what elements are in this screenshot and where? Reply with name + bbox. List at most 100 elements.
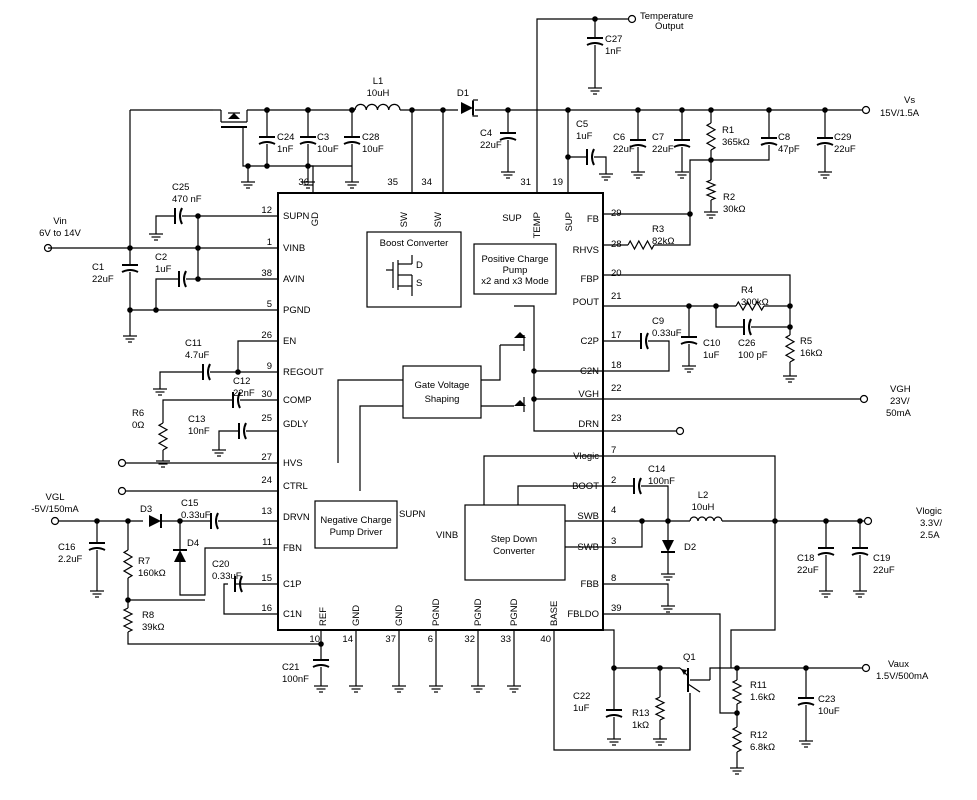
transistor-Q1-icon	[679, 667, 710, 693]
vgh-label: VGH	[890, 384, 911, 395]
ground-icon	[783, 370, 797, 383]
wire	[127, 632, 321, 645]
wire	[179, 547, 278, 596]
ground-icon	[631, 166, 645, 179]
ic-left-pin-number: 30	[261, 389, 272, 400]
ic-bottom-pin-number: 10	[309, 634, 320, 645]
capacitor-C3	[299, 136, 317, 145]
wire	[533, 390, 603, 432]
ic-bottom-pin-name: PGND	[509, 598, 520, 626]
capacitor-C13	[238, 422, 247, 440]
terminal	[675, 426, 685, 436]
ic-right-pin-number: 7	[611, 445, 616, 456]
ic-right-pin-number: 3	[611, 536, 616, 547]
label-components-C15-0: C15	[181, 498, 198, 509]
label-components-C13-0: C13	[188, 414, 205, 425]
ic-right-pin-name: RHVS	[573, 245, 599, 256]
capacitor-C16	[88, 542, 106, 551]
ground-icon	[588, 82, 602, 95]
label-components-C23-0: C23	[818, 694, 835, 705]
wire	[711, 145, 770, 161]
label-components-R6-0: R6	[132, 408, 144, 419]
ic-right-pin-name: Vlogic	[573, 451, 599, 462]
capacitor-C19	[851, 547, 869, 556]
label-components-C20-1: 0.33uF	[212, 571, 242, 582]
label-components-C22-0: C22	[573, 691, 590, 702]
inductor-L1	[354, 103, 401, 111]
ic-top-pin-number: 35	[387, 177, 398, 188]
ic-left-pin-name: EN	[283, 336, 296, 347]
ic-bottom-pin-name: BASE	[549, 601, 560, 626]
resistor-R8	[122, 607, 134, 633]
wire	[709, 667, 862, 680]
ic-left-pin-number: 11	[262, 537, 272, 548]
pump-pos-line1: Positive Charge	[481, 254, 548, 265]
step-down-converter-block: Step Down Converter VINB	[436, 504, 566, 581]
label-components-C13-1: 10nF	[188, 426, 210, 437]
vaux-spec-label: 1.5V/500mA	[876, 671, 929, 682]
label-components-R7-0: R7	[138, 556, 150, 567]
ground-icon	[212, 444, 226, 457]
ground-icon	[818, 166, 832, 179]
label-components-C8-0: C8	[778, 132, 790, 143]
ic-left-pin-name: AVIN	[283, 274, 305, 285]
wire	[654, 214, 691, 246]
ground-icon	[675, 166, 689, 179]
ic-top-pin-name: SUP	[564, 212, 575, 232]
capacitor-C8	[760, 137, 778, 146]
ic-right-pin-number: 17	[611, 330, 622, 341]
gate-line2: Shaping	[425, 394, 460, 405]
ic-right-pin-number: 8	[611, 573, 616, 584]
ic-right-pin-number: 18	[611, 360, 622, 371]
wire	[603, 455, 776, 668]
ic-bottom-pin-number: 32	[464, 634, 475, 645]
ground-icon	[661, 568, 675, 581]
ground-icon	[349, 680, 363, 693]
boost-mosfet-icon	[386, 255, 413, 296]
ground-icon	[314, 680, 328, 693]
junction-dot	[305, 107, 311, 113]
label-components-C9-1: 0.33uF	[652, 328, 682, 339]
label-components-C18-1: 22uF	[797, 565, 819, 576]
label-components-C8-1: 47pF	[778, 144, 800, 155]
wire	[337, 379, 403, 463]
ic-top-pin-name: GD	[310, 212, 321, 226]
wire	[517, 485, 603, 505]
ic-right-pin-number: 22	[611, 383, 622, 394]
label-components-R3-1: 82kΩ	[652, 236, 674, 247]
label-components-D1-0: D1	[457, 88, 469, 99]
capacitor-C24	[258, 136, 276, 145]
label-components-C19-0: C19	[873, 553, 890, 564]
capacitor-C4	[499, 132, 517, 141]
label-components-C23-1: 10uF	[818, 706, 840, 717]
stepdown-vinb-label: VINB	[436, 530, 458, 541]
capacitor-C21	[312, 659, 330, 668]
label-components-C15-1: 0.33uF	[181, 510, 211, 521]
label-components-D2-0: D2	[684, 542, 696, 553]
fet-lower-arrow	[514, 400, 526, 406]
gate-voltage-shaping-block: Gate Voltage Shaping	[402, 365, 482, 419]
ground-icon	[661, 600, 675, 613]
ground-icon	[853, 585, 867, 598]
vgh-spec2-label: 50mA	[886, 408, 911, 419]
ic-bottom-pin-name: REF	[318, 607, 329, 626]
terminal	[861, 105, 871, 115]
capacitor-C26	[743, 318, 752, 336]
label-components-R1-0: R1	[722, 125, 734, 136]
label-components-C16-0: C16	[58, 542, 75, 553]
wire	[155, 278, 179, 310]
ic-left-pin-name: FBN	[283, 543, 302, 554]
ic-bottom-pin-number: 37	[385, 634, 396, 645]
wire	[483, 455, 603, 505]
input-pfet-icon	[213, 109, 248, 128]
label-components-C25-0: C25	[172, 182, 189, 193]
wire	[603, 159, 711, 215]
ground-icon	[90, 585, 104, 598]
ic-right-pin-name: BOOT	[572, 481, 599, 492]
terminal	[861, 663, 871, 673]
ic-top-pin-name: SW	[433, 212, 444, 227]
label-components-R1-1: 365kΩ	[722, 137, 750, 148]
resistor-R7	[122, 549, 134, 579]
junction-dot	[639, 518, 645, 524]
label-components-L2-1: 10uH	[692, 502, 715, 513]
